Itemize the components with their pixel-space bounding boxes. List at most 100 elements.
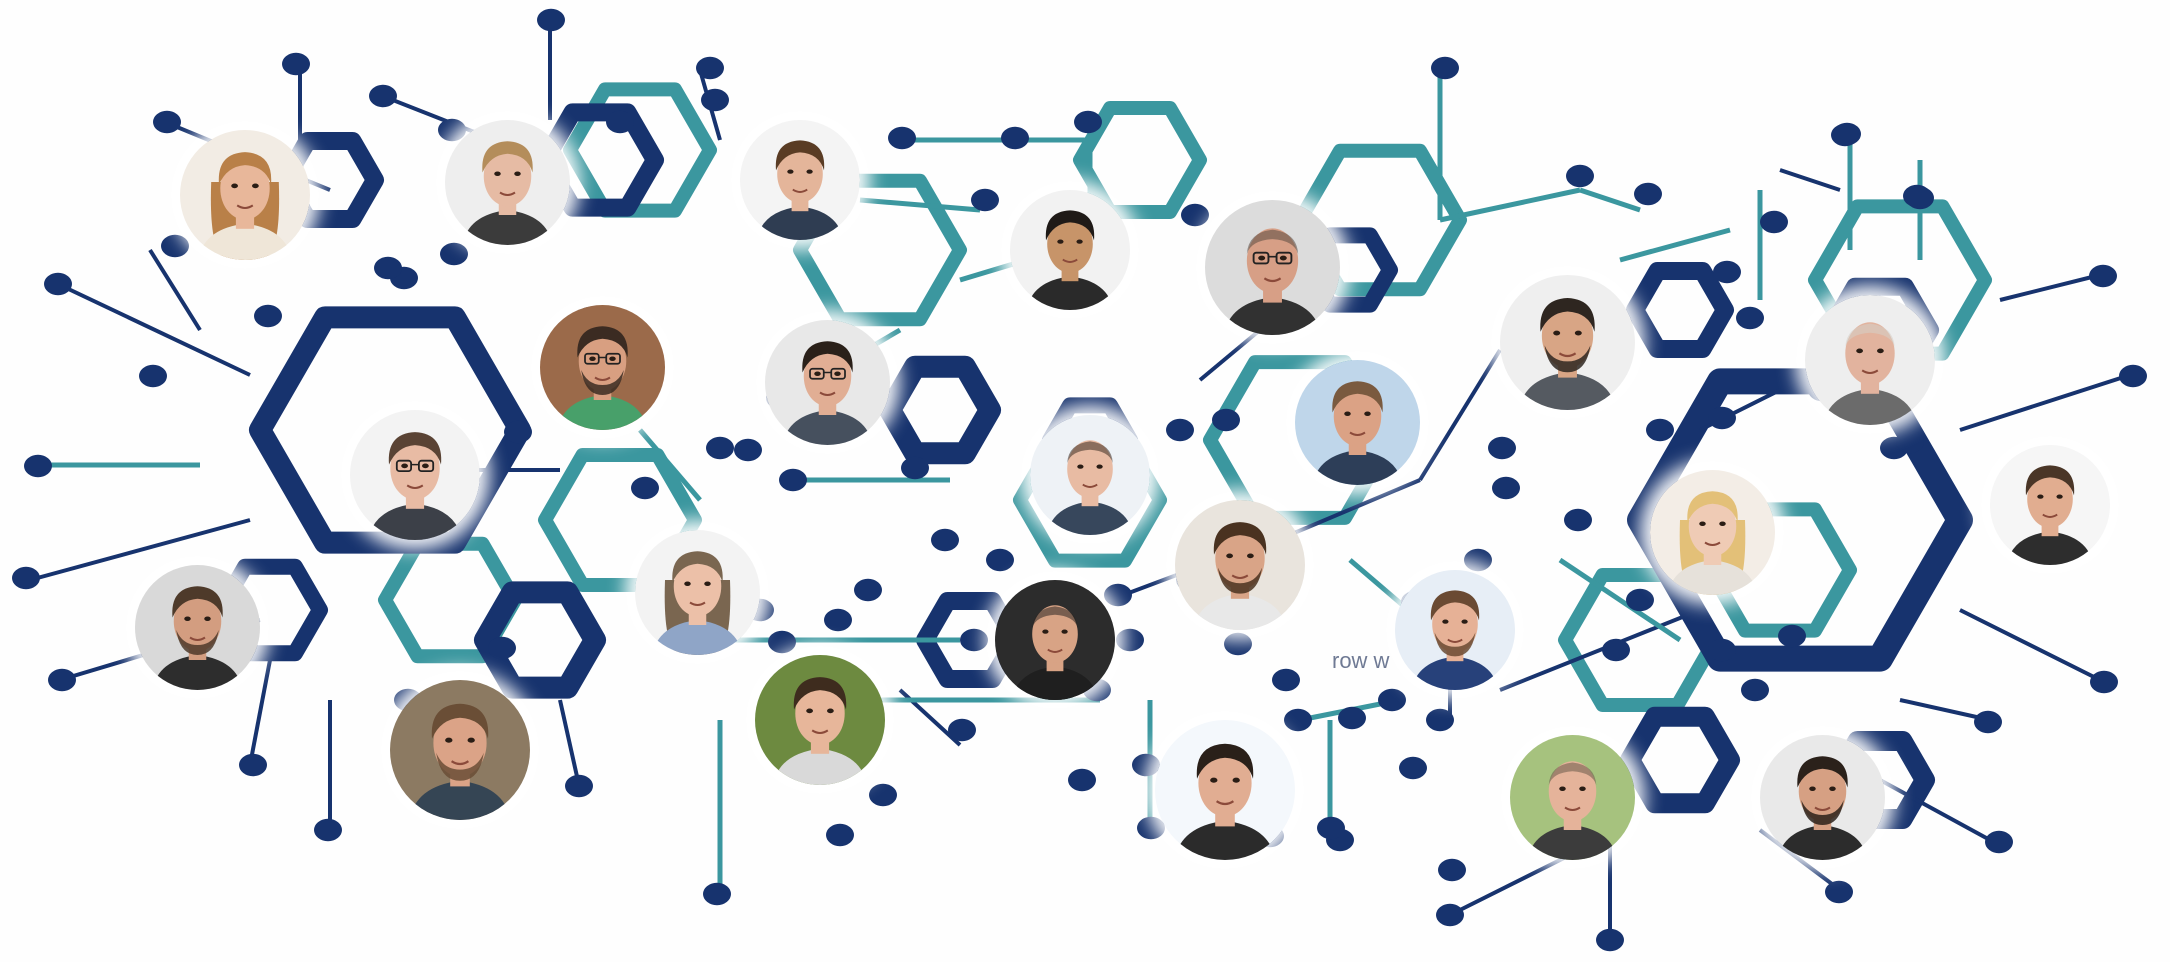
node-dot bbox=[854, 578, 882, 602]
person-portrait-3 bbox=[740, 120, 860, 240]
node-dot bbox=[1464, 548, 1492, 572]
node-dot bbox=[1825, 880, 1853, 904]
connector-line bbox=[1619, 227, 1731, 263]
person-portrait-1 bbox=[180, 130, 310, 260]
node-dot bbox=[1741, 678, 1769, 702]
node-dot bbox=[1906, 186, 1934, 210]
node-dot bbox=[1596, 928, 1624, 952]
node-dot bbox=[1132, 753, 1160, 777]
node-dot bbox=[948, 718, 976, 742]
node-dot bbox=[565, 774, 593, 798]
node-dot bbox=[869, 783, 897, 807]
connector-line bbox=[1879, 778, 1991, 842]
connector-line bbox=[248, 659, 272, 766]
node-dot bbox=[1736, 306, 1764, 330]
node-dot bbox=[1896, 430, 1924, 454]
node-dot bbox=[374, 256, 402, 280]
person-portrait-13 bbox=[1395, 570, 1515, 690]
connector-line bbox=[1198, 328, 1262, 382]
node-dot bbox=[1488, 436, 1516, 460]
node-dot bbox=[1564, 508, 1592, 532]
connector-line bbox=[1439, 187, 1581, 223]
node-dot bbox=[1212, 408, 1240, 432]
person-portrait-9 bbox=[1650, 470, 1775, 595]
node-dot bbox=[1116, 628, 1144, 652]
node-dot bbox=[504, 420, 532, 444]
node-dot bbox=[1399, 756, 1427, 780]
connector-line bbox=[1499, 608, 1701, 692]
node-dot bbox=[48, 668, 76, 692]
node-dot bbox=[12, 566, 40, 590]
node-dot bbox=[606, 110, 634, 134]
person-portrait-6 bbox=[1500, 275, 1635, 410]
node-dot bbox=[1708, 406, 1736, 430]
hexagon-shape bbox=[1626, 262, 1734, 358]
node-dot bbox=[537, 8, 565, 32]
hexagon-shape bbox=[1808, 199, 1992, 361]
hexagon-shape bbox=[879, 355, 1001, 465]
node-dot bbox=[1760, 210, 1788, 234]
person-portrait-21 bbox=[995, 580, 1115, 700]
node-dot bbox=[1431, 56, 1459, 80]
node-dot bbox=[1001, 126, 1029, 150]
connector-line bbox=[1899, 698, 1991, 722]
node-dot bbox=[1974, 710, 2002, 734]
node-dot bbox=[139, 364, 167, 388]
node-dot bbox=[701, 88, 729, 112]
person-portrait-15 bbox=[540, 305, 665, 430]
node-dot bbox=[1068, 768, 1096, 792]
person-portrait-18 bbox=[135, 565, 260, 690]
node-dot bbox=[824, 608, 852, 632]
node-dot bbox=[1272, 668, 1300, 692]
hexagon-shape bbox=[793, 173, 967, 327]
node-dot bbox=[971, 188, 999, 212]
node-dot bbox=[1224, 632, 1252, 656]
person-portrait-16 bbox=[350, 410, 480, 540]
person-portrait-22 bbox=[1155, 720, 1295, 860]
connector-line bbox=[29, 518, 251, 582]
hexagon-shape bbox=[1073, 101, 1207, 219]
node-dot bbox=[239, 753, 267, 777]
node-dot bbox=[1566, 164, 1594, 188]
node-dot bbox=[768, 630, 796, 654]
connector-line bbox=[59, 283, 251, 377]
connector-line bbox=[859, 197, 981, 213]
person-portrait-17 bbox=[635, 530, 760, 655]
node-dot bbox=[1438, 858, 1466, 882]
node-dot bbox=[1104, 583, 1132, 607]
connector-line bbox=[1959, 373, 2131, 432]
node-dot bbox=[1634, 182, 1662, 206]
node-dot bbox=[2119, 364, 2147, 388]
connector-line bbox=[148, 248, 202, 332]
node-dot bbox=[888, 126, 916, 150]
connector-line bbox=[638, 428, 702, 502]
node-dot bbox=[734, 438, 762, 462]
person-portrait-12 bbox=[1175, 500, 1305, 630]
node-dot bbox=[1284, 708, 1312, 732]
node-dot bbox=[1166, 418, 1194, 442]
node-dot bbox=[1338, 706, 1366, 730]
node-dot bbox=[1436, 903, 1464, 927]
connector-line bbox=[1758, 828, 1842, 892]
person-portrait-24 bbox=[1760, 735, 1885, 860]
overlay-text: row w bbox=[1332, 648, 1390, 673]
connector-line bbox=[1579, 187, 1641, 213]
person-portrait-8 bbox=[1990, 445, 2110, 565]
person-portrait-20 bbox=[755, 655, 885, 785]
node-dot bbox=[1492, 476, 1520, 500]
node-dot bbox=[2090, 670, 2118, 694]
node-dot bbox=[631, 476, 659, 500]
connector-line bbox=[1558, 557, 1682, 643]
person-portrait-11 bbox=[1030, 415, 1150, 535]
connector-line bbox=[1418, 348, 1502, 482]
person-portrait-2 bbox=[445, 120, 570, 245]
connector-line bbox=[1959, 608, 2101, 682]
node-dot bbox=[1317, 816, 1345, 840]
connector-line bbox=[1999, 273, 2101, 302]
node-dot bbox=[153, 110, 181, 134]
node-dot bbox=[931, 528, 959, 552]
node-dot bbox=[706, 436, 734, 460]
node-dot bbox=[254, 304, 282, 328]
person-portrait-19 bbox=[390, 680, 530, 820]
hexagon-shape bbox=[563, 82, 717, 218]
